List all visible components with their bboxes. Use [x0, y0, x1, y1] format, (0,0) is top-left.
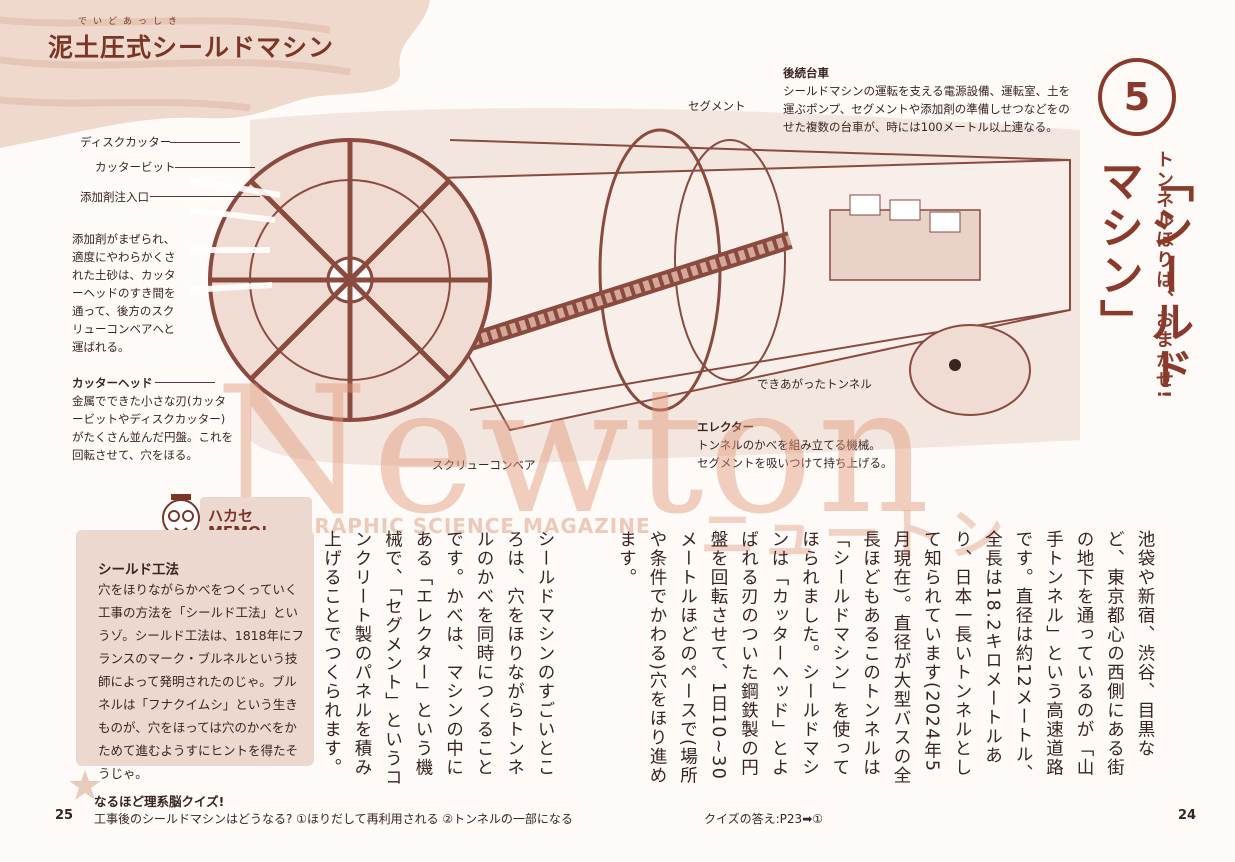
soil-note-line: れた土砂は、カッタ — [72, 268, 176, 282]
body-text-left: シールドマシンのすごいところは、穴をほりながらトンネルのかべを同時につくることで… — [321, 530, 556, 788]
backup-line: せた複数の台車が、時には100メートル以上連なる。 — [783, 120, 1058, 134]
label-disk-cutter: ディスクカッター — [80, 135, 172, 149]
page-number-left: 25 — [55, 808, 74, 823]
leader-line — [170, 142, 240, 143]
backup-line: 運ぶポンプ、セグメントや添加剤の準備しせつなどをの — [783, 102, 1070, 116]
page-number-right: 24 — [1178, 808, 1197, 823]
label-backup-carts: 後続台車 シールドマシンの運転を支える電源設備、運転室、土を 運ぶポンプ、セグメ… — [783, 64, 1070, 136]
title-ruby: でいどあっしき — [78, 17, 184, 27]
main-heading: 「シールドマシン」 — [1092, 158, 1193, 393]
page-title: 泥土圧式シールドマシン — [48, 33, 335, 62]
backup-line: シールドマシンの運転を支える電源設備、運転室、土を — [783, 84, 1071, 98]
erector-title: エレクター — [697, 420, 755, 434]
memo-title-line1: ハカセ — [208, 507, 254, 525]
header-wave-decoration — [0, 0, 430, 148]
label-erector: エレクター トンネルのかべを組み立てる機械。 セグメントを吸いつけて持ち上げる。 — [697, 418, 893, 472]
quiz-heading: なるほど理系脳クイズ! — [94, 794, 225, 809]
cutter-head-line: がたくさん並んだ円盤。これを — [72, 430, 233, 444]
leader-line — [150, 196, 260, 197]
memo-box — [76, 530, 314, 766]
soil-note-line: 運ばれる。 — [72, 340, 130, 354]
cutter-head-line: 回転させて、穴をほる。 — [72, 448, 198, 462]
label-segment: セグメント — [688, 99, 746, 113]
soil-note-line: リューコンベアへと — [72, 322, 175, 336]
soil-note-line: 通って、後方のスク — [72, 304, 175, 318]
soil-note-line: 適度にやわらかくさ — [72, 250, 176, 264]
newton-watermark-logo: Newton — [215, 350, 934, 553]
memo-text: 穴をほりながらかべをつくっていく工事の方法を「シールド工法」というゾ。シールド工… — [98, 582, 305, 781]
label-additive-inlet: 添加剤注入口 — [80, 190, 149, 204]
erector-line: セグメントを吸いつけて持ち上げる。 — [697, 456, 893, 470]
backup-title: 後続台車 — [783, 66, 829, 80]
quiz-answer: クイズの答え:P23➡① — [704, 812, 824, 826]
leader-line — [155, 382, 215, 383]
label-screw-conveyor: スクリューコンベア — [432, 458, 536, 472]
newton-watermark-tagline: GRAPHIC SCIENCE MAGAZINE — [297, 514, 651, 538]
quiz-question: 工事後のシールドマシンはどうなる? ①ほりだして再利用される ②トンネルの一部に… — [94, 812, 573, 826]
memo-heading: シールド工法 — [98, 562, 179, 578]
newton-watermark-kana: ニュートン — [700, 503, 1010, 568]
cutter-head-title: カッターヘッド — [72, 376, 153, 390]
soil-note-line: 添加剤がまぜられ、 — [72, 232, 176, 246]
professor-face-icon — [162, 494, 200, 537]
shield-machine-illustration — [190, 108, 1080, 466]
label-cutter-head: カッターヘッド 金属でできた小さな刃(カッタ ービットやディスクカッター) がた… — [72, 374, 233, 464]
cutter-head-line: 金属でできた小さな刃(カッタ — [72, 394, 226, 408]
star-icon — [69, 770, 101, 800]
cutter-head-line: ービットやディスクカッター) — [72, 412, 226, 426]
leader-line — [175, 167, 255, 168]
label-finished-tunnel: できあがったトンネル — [757, 377, 872, 391]
label-cutter-bit: カッタービット — [95, 160, 176, 174]
sub-heading: トンネルほりは、おまかせ! — [1153, 150, 1174, 401]
erector-line: トンネルのかべを組み立てる機械。 — [697, 438, 881, 452]
label-soil-note: 添加剤がまぜられ、 適度にやわらかくさ れた土砂は、カッタ ーヘッドのすき間を … — [72, 230, 187, 356]
soil-note-line: ーヘッドのすき間を — [72, 286, 176, 300]
chapter-number-badge: 5 — [1098, 58, 1176, 136]
body-text-right: 池袋や新宿、渋谷、目黒など、東京都心の西側にある街の地下を通っているのが「山手ト… — [616, 530, 1156, 786]
